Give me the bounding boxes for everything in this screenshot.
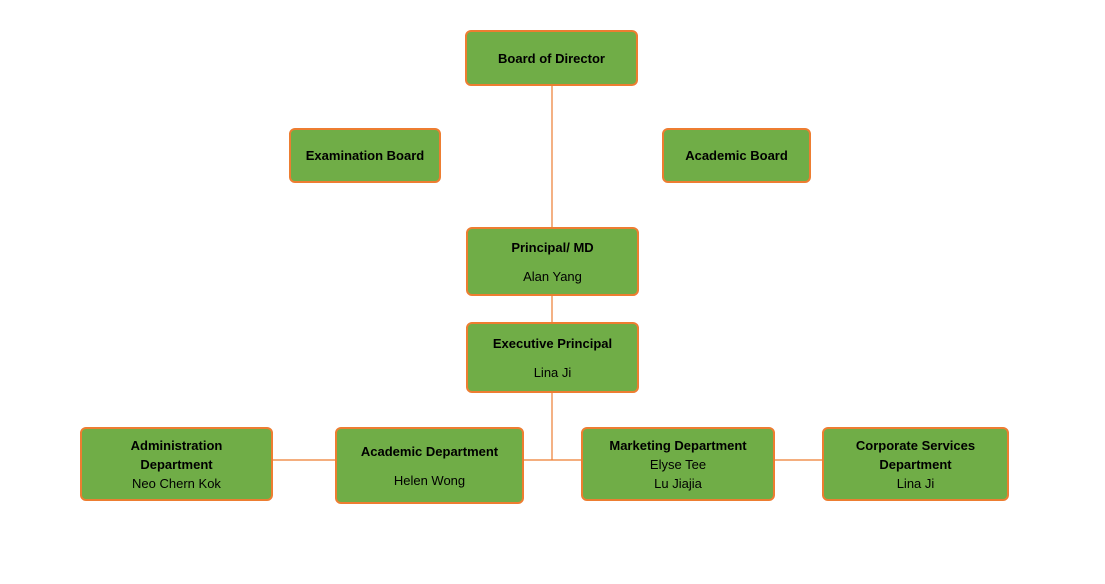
academic-department-box: Academic Department Helen Wong xyxy=(335,427,524,504)
marketing-department-name-2: Lu Jiajia xyxy=(654,475,702,491)
administration-department-title-line1: Administration xyxy=(130,437,223,453)
principal-title: Principal/ MD xyxy=(511,239,594,255)
corporate-services-name: Lina Ji xyxy=(896,475,935,491)
principal-box: Principal/ MD Alan Yang xyxy=(466,227,639,296)
academic-board-box: Academic Board xyxy=(662,128,811,183)
executive-principal-title: Executive Principal xyxy=(492,335,613,351)
academic-board-title: Academic Board xyxy=(685,148,788,163)
marketing-department-title: Marketing Department xyxy=(609,437,747,453)
executive-principal-name: Lina Ji xyxy=(533,364,572,380)
examination-board-title: Examination Board xyxy=(305,148,425,163)
marketing-department-name-1: Elyse Tee xyxy=(649,456,707,472)
examination-board-box: Examination Board xyxy=(289,128,441,183)
principal-name: Alan Yang xyxy=(523,268,582,284)
administration-department-box: Administration Department Neo Chern Kok xyxy=(80,427,273,501)
administration-department-title-line2: Department xyxy=(140,456,213,472)
administration-department-name: Neo Chern Kok xyxy=(132,475,221,491)
corporate-services-title-line1: Corporate Services xyxy=(855,437,976,453)
executive-principal-box: Executive Principal Lina Ji xyxy=(466,322,639,393)
corporate-services-title-line2: Department xyxy=(879,456,952,472)
academic-department-title: Academic Department xyxy=(360,443,499,459)
board-of-director-box: Board of Director xyxy=(465,30,638,86)
marketing-department-box: Marketing Department Elyse Tee Lu Jiajia xyxy=(581,427,775,501)
board-of-director-title: Board of Director xyxy=(498,50,605,66)
corporate-services-department-box: Corporate Services Department Lina Ji xyxy=(822,427,1009,501)
academic-department-name: Helen Wong xyxy=(393,472,466,488)
